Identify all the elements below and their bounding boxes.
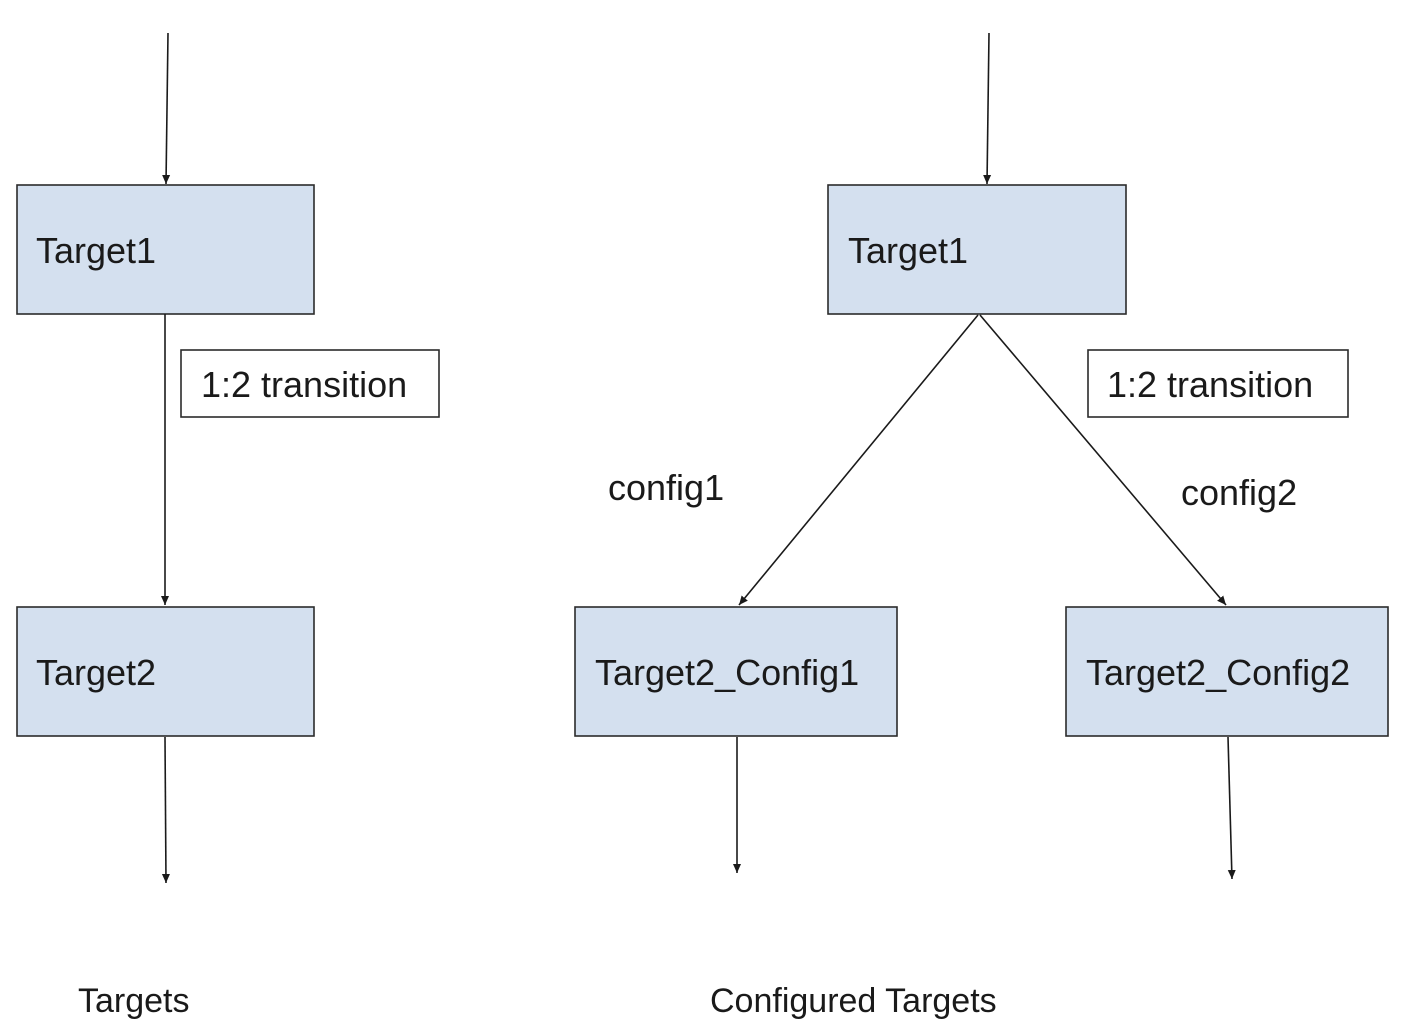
right-transition-text: 1:2 transition <box>1107 364 1313 405</box>
right-transition-label: 1:2 transition <box>1087 349 1349 418</box>
right-target1-box <box>827 184 1127 315</box>
left-transition-label-box <box>180 349 440 418</box>
config2-edge <box>979 314 1227 606</box>
target2-config1-box <box>574 606 898 737</box>
left-outgoing-edge <box>161 736 170 884</box>
left-transition-label: 1:2 transition <box>180 349 440 418</box>
right-panel: Target1 1:2 transition config1 config2 T… <box>574 32 1389 1020</box>
right-caption: Configured Targets <box>710 982 997 1020</box>
target2-config1-node[interactable]: Target2_Config1 <box>574 606 898 737</box>
left-panel: Target1 1:2 transition Target2 Targets <box>16 32 440 1020</box>
left-incoming-edge <box>162 32 171 185</box>
config1-edge-label: config1 <box>608 467 724 508</box>
left-target2-label: Target2 <box>36 652 156 693</box>
left-caption: Targets <box>78 982 190 1020</box>
left-transition-text: 1:2 transition <box>201 364 407 405</box>
right-incoming-edge <box>983 32 992 185</box>
left-target1-node[interactable]: Target1 <box>16 184 315 315</box>
config2-edge-label: config2 <box>1181 472 1297 513</box>
left-target2-node[interactable]: Target2 <box>16 606 315 737</box>
left-target1-box <box>16 184 315 315</box>
right-transition-label-box <box>1087 349 1349 418</box>
right-target1-label: Target1 <box>848 230 968 271</box>
target2-config2-label: Target2_Config2 <box>1086 652 1350 693</box>
config2-outgoing-edge <box>1227 736 1236 880</box>
config1-edge <box>738 314 979 606</box>
right-target1-node[interactable]: Target1 <box>827 184 1127 315</box>
left-target1-label: Target1 <box>36 230 156 271</box>
target2-config2-box <box>1065 606 1389 737</box>
target2-config2-node[interactable]: Target2_Config2 <box>1065 606 1389 737</box>
target2-config1-label: Target2_Config1 <box>595 652 859 693</box>
left-target2-box <box>16 606 315 737</box>
